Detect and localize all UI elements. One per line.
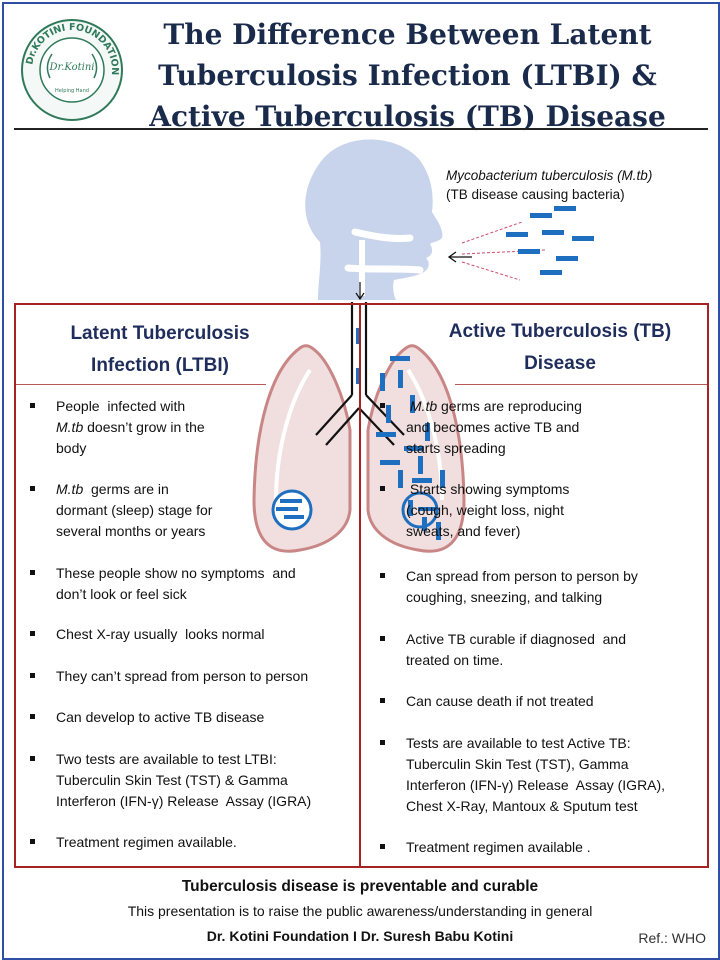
ltbi-item-line: Interferon (IFN-γ) Release Assay (IGRA) [56,793,312,809]
ltbi-item: Can develop to active TB disease [30,707,346,728]
active-item-line: Can cause death if not treated [406,693,594,709]
ltbi-item: M.tb germs are in dormant (sleep) stage f… [30,479,346,542]
active-granuloma [401,491,439,531]
footer-purpose: This presentation is to raise the public… [127,903,593,919]
active-item-line: Treatment regimen available . [406,839,591,855]
reference: Ref.: WHO [638,930,706,946]
active-item-line: starts spreading [406,440,506,456]
active-item: Can spread from person to person by cough… [380,566,706,608]
ltbi-item: Chest X-ray usually looks normal [30,624,346,645]
head-silhouette [305,139,443,300]
ltbi-item-line: M.tb doesn’t grow in the [56,419,205,435]
ltbi-item-line: don’t look or feel sick [56,586,187,602]
active-item-line: Can spread from person to person by [406,568,638,584]
active-item: Tests are available to test Active TB: Tu… [380,733,706,817]
airborne-bacteria [506,206,594,275]
inhale-arrow [447,251,472,263]
ltbi-item-line: They can’t spread from person to person [56,668,309,684]
ltbi-item-line: Two tests are available to test LTBI: [56,751,277,767]
bullet-icon [30,673,35,678]
bullet-icon [380,844,385,849]
ltbi-heading-line-1: Latent Tuberculosis [70,323,250,344]
active-item-line: Interferon (IFN-γ) Release Assay (IGRA), [406,777,666,793]
ltbi-heading-line-2: Infection (LTBI) [91,355,229,376]
bullet-icon [30,756,35,761]
ltbi-item-line: These people show no symptoms and [56,565,296,581]
active-item-line: and becomes active TB and [406,419,580,435]
ltbi-item: They can’t spread from person to person [30,666,346,687]
breath-lines [461,221,546,281]
title-line-3: Active Tuberculosis (TB) Disease [149,100,666,133]
ltbi-item: Treatment regimen available. [30,832,346,853]
ltbi-item-line: body [56,440,87,456]
active-heading-rule [455,384,707,385]
bullet-icon [30,486,35,491]
active-item-line: M.tb germs are reproducing [409,398,582,414]
active-item-line: treated on time. [406,652,504,668]
ltbi-item: Two tests are available to test LTBI: Tub… [30,749,346,812]
logo-tagline: Helping Hand [55,88,89,94]
foundation-logo: Dr.KOTINI FOUNDATION Dr.Kotini Helping H… [21,19,123,121]
bullet-icon [380,486,385,491]
ltbi-item-line: Treatment regimen available. [56,834,237,850]
bullet-icon [30,570,35,575]
bullet-icon [380,573,385,578]
bullet-icon [380,636,385,641]
active-item-line: Active TB curable if diagnosed and [406,631,626,647]
ltbi-item-line: Tuberculin Skin Test (TST) & Gamma [56,772,288,788]
active-heading-line-2: Disease [524,353,596,374]
active-item: M.tb germs are reproducing and becomes ac… [380,396,706,459]
active-item: Active TB curable if diagnosed and treate… [380,629,706,671]
ltbi-item-line: Can develop to active TB disease [56,709,265,725]
active-item-line: coughing, sneezing, and talking [406,589,603,605]
footer-credits: Dr. Kotini Foundation I Dr. Suresh Babu … [206,928,514,944]
bullet-icon [30,839,35,844]
ltbi-item-line: Chest X-ray usually looks normal [56,626,265,642]
title-line-2: Tuberculosis Infection (LTBI) & [158,59,657,92]
header-divider [14,128,708,130]
bullet-icon [30,714,35,719]
active-item: Starts showing symptoms (cough, weight lo… [380,479,706,542]
ltbi-item-line: People infected with [56,398,186,414]
trachea [315,302,405,446]
active-item-line: Tuberculin Skin Test (TST), Gamma [406,756,629,772]
active-bacteria [376,356,445,540]
active-tb-heading: Active Tuberculosis (TB) Disease [420,316,700,380]
bullet-icon [380,740,385,745]
bacteria-name: Mycobacterium tuberculosis (M.tb) [446,168,653,183]
active-item-line: sweats, and fever) [406,523,521,539]
trachea-bacteria [356,328,361,384]
bacteria-description: (TB disease causing bacteria) [446,187,625,202]
active-item-line: (cough, weight loss, night [406,502,564,518]
ltbi-heading: Latent Tuberculosis Infection (LTBI) [30,318,290,382]
active-item-line: Chest X-Ray, Mantoux & Sputum test [406,798,638,814]
ltbi-heading-rule [16,384,266,385]
bacteria-caption: Mycobacterium tuberculosis (M.tb) (TB di… [446,166,652,204]
active-item: Treatment regimen available . [380,837,706,858]
title-line-1: The Difference Between Latent [163,18,652,51]
bullet-icon [30,403,35,408]
footer-tagline: Tuberculosis disease is preventable and … [181,878,539,895]
active-heading-line-1: Active Tuberculosis (TB) [448,321,672,342]
logo-center-text: Dr.Kotini [49,62,95,73]
active-item-line: Starts showing symptoms [406,481,570,497]
latent-granuloma [271,489,313,531]
active-tb-panel [359,303,709,868]
ltbi-item-line: several months or years [56,523,206,539]
page-title: The Difference Between Latent Tuberculos… [130,14,685,137]
ltbi-item-line: M.tb germs are in [56,481,169,497]
active-item: Can cause death if not treated [380,691,706,712]
ltbi-item: These people show no symptoms and don’t l… [30,563,346,605]
ltbi-item-line: dormant (sleep) stage for [56,502,213,518]
bullet-icon [380,403,385,408]
bullet-icon [380,698,385,703]
bullet-icon [30,631,35,636]
active-item-line: Tests are available to test Active TB: [406,735,631,751]
